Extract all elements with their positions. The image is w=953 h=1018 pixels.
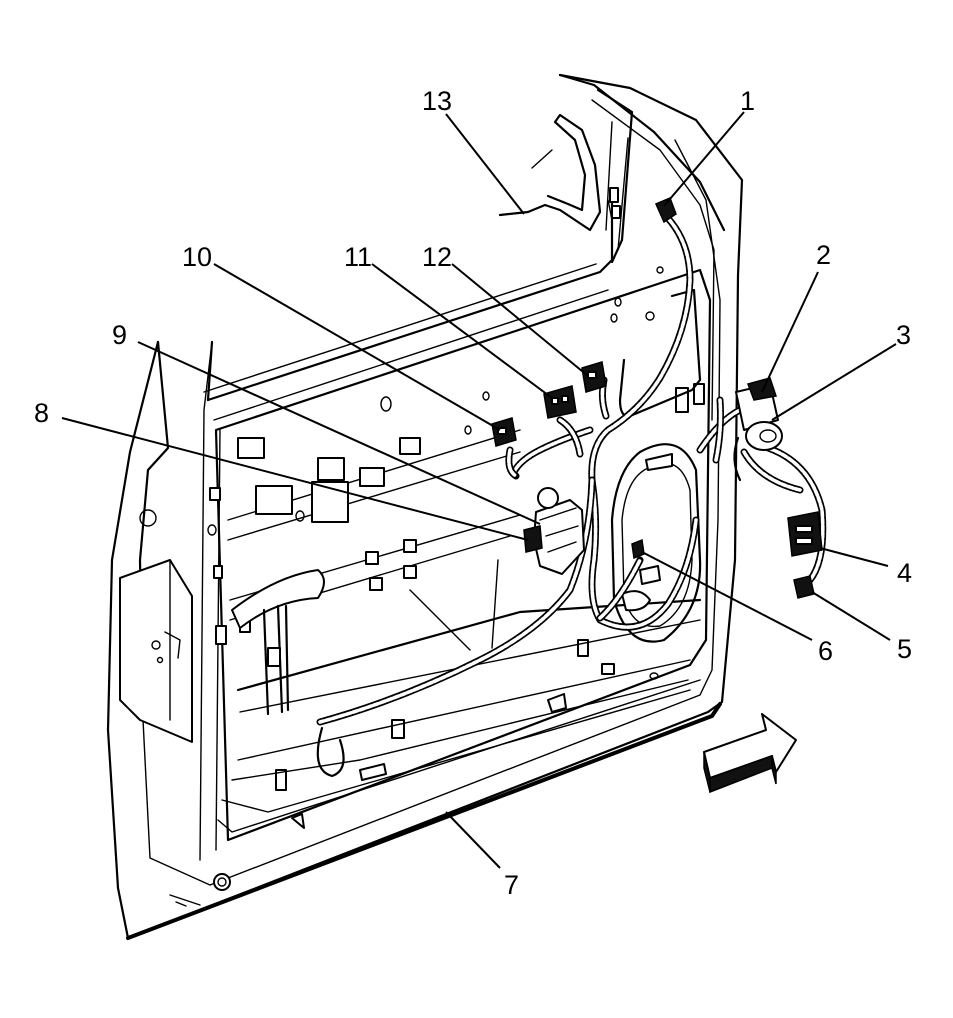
callout-9: 9 [112, 320, 127, 350]
leader-11 [371, 263, 553, 399]
callout-3: 3 [896, 320, 911, 350]
leader-4 [819, 547, 889, 567]
inner-panel-details [207, 266, 705, 833]
leader-12 [451, 263, 589, 377]
leader-9 [137, 341, 541, 525]
window-glass-edge [498, 113, 621, 232]
wire-harness [316, 210, 827, 778]
callout-11: 11 [344, 242, 372, 272]
callout-8: 8 [34, 398, 49, 428]
callout-2: 2 [816, 240, 831, 270]
callout-1: 1 [740, 86, 755, 116]
leader-7 [445, 811, 501, 869]
components [491, 197, 823, 599]
leader-10 [213, 263, 501, 431]
callout-6: 6 [818, 636, 833, 666]
leader-6 [641, 551, 813, 641]
callout-7: 7 [504, 870, 519, 900]
leader-8 [61, 417, 529, 541]
speaker-opening [610, 288, 702, 643]
leader-lines [61, 111, 897, 869]
leader-2 [761, 271, 819, 393]
leader-3 [771, 343, 897, 421]
callout-5: 5 [897, 634, 912, 664]
door-shell [106, 73, 744, 940]
hinge-panel [119, 509, 231, 907]
forward-arrow [703, 713, 797, 794]
callout-12: 12 [422, 242, 452, 272]
leader-13 [445, 113, 525, 215]
callout-4: 4 [897, 558, 912, 588]
callout-13: 13 [422, 86, 452, 116]
callout-10: 10 [182, 242, 212, 272]
callout-labels: 1 2 3 4 5 6 7 8 9 10 11 12 13 [34, 86, 912, 900]
leader-5 [811, 591, 891, 641]
leader-1 [663, 111, 745, 207]
